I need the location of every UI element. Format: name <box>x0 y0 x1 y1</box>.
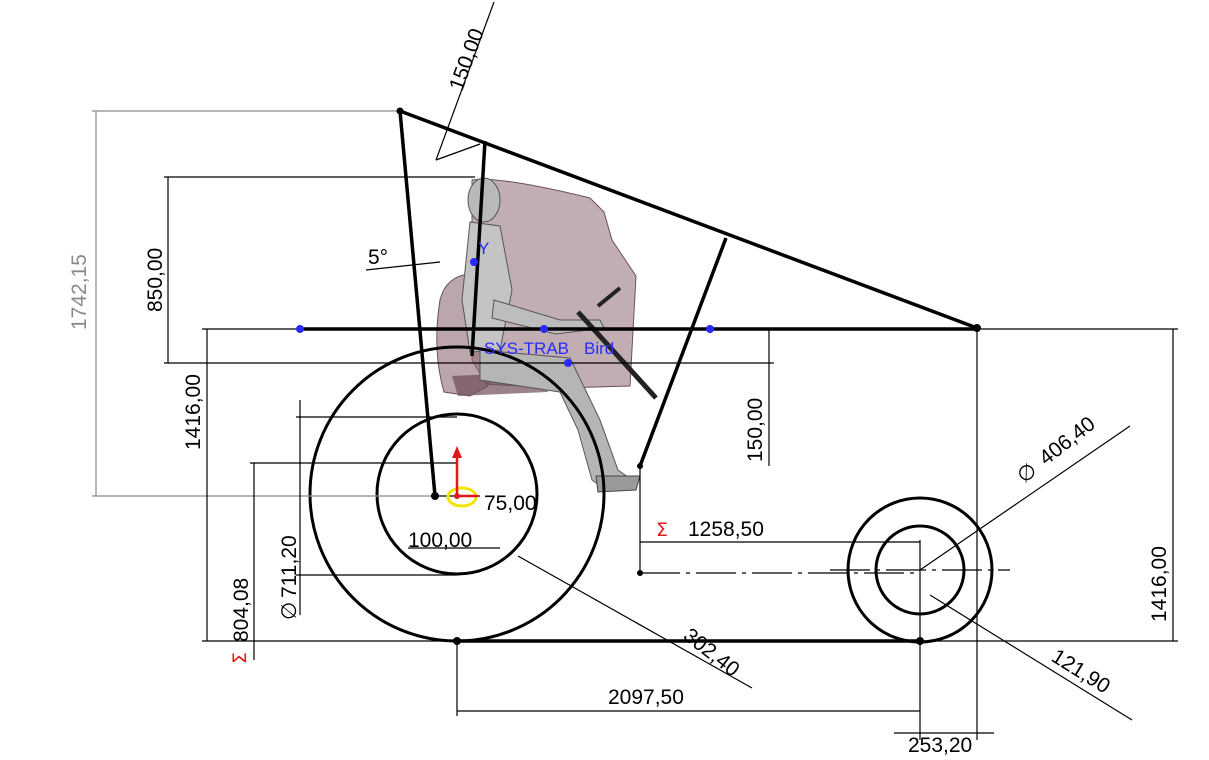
dim-recline-angle: 5° <box>365 246 441 271</box>
dim-hub-width: 100,00 <box>408 529 500 552</box>
seat-height-label: 850,00 <box>144 248 167 312</box>
seat-model <box>436 178 637 397</box>
coord-sys-suffix: Bird <box>584 339 614 358</box>
front-rear-axle-label: 1258,50 <box>688 518 764 541</box>
dim-wheel-center: Σ 804,08 <box>229 462 457 664</box>
frame-height-left-label: 1416,00 <box>182 374 205 450</box>
dim-rear-hub-radius: 121,90 <box>929 594 1133 721</box>
hub-width-label: 100,00 <box>408 529 472 552</box>
dim-seat-height: 850,00 <box>144 176 475 364</box>
dim-front-wheel-radius: 302,40 <box>517 555 753 689</box>
dim-frame-height-right: 1416,00 <box>920 328 1178 642</box>
overall-height-label: 1742,15 <box>68 254 91 330</box>
dim-seat-floor: 150,00 <box>635 329 774 466</box>
body-frame <box>202 109 978 643</box>
coord-sys-label: SYS-TRAB <box>484 339 569 358</box>
wheelbase-label: 2097,50 <box>608 686 684 709</box>
y-axis-label: Y <box>478 239 489 258</box>
sigma-mark-left: Σ <box>229 652 251 664</box>
steering-column <box>576 286 658 400</box>
wheel-center-label: 804,08 <box>230 578 253 642</box>
frame-height-right-label: 1416,00 <box>1148 546 1171 622</box>
hub-diameter-label: 711,20 <box>278 535 301 598</box>
sigma-mark-right: Σ <box>656 519 668 541</box>
dim-overall-height: 1742,15 <box>68 110 435 497</box>
dim-hub-diameter: ∅ 711,20 <box>278 400 457 620</box>
dim-rear-diameter: ∅ 406,40 <box>919 412 1131 571</box>
dim-wheelbase: 2097,50 <box>456 641 921 740</box>
sketch-points <box>296 107 981 645</box>
dim-rear-overhang: 253,20 <box>894 732 994 757</box>
dim-frame-height-left: 1416,00 <box>182 328 300 641</box>
rear-diameter-label-visible: 406,40 <box>1035 412 1100 470</box>
coordinate-system: SYS-TRAB Bird Y <box>478 239 614 358</box>
rear-overhang-label: 253,20 <box>908 734 972 757</box>
roof-offset-label: 150,00 <box>445 25 489 93</box>
rear-diameter-symbol: ∅ <box>1013 459 1042 488</box>
hub-diameter-symbol: ∅ <box>278 602 301 620</box>
recline-angle-label: 5° <box>368 246 388 269</box>
dim-front-rear-axle: Σ 1258,50 <box>640 518 920 543</box>
seat-floor-label: 150,00 <box>744 398 767 462</box>
rear-hub-radius-label: 121,90 <box>1047 645 1114 699</box>
hub-offset-label: 75,00 <box>484 492 537 515</box>
origin-marker <box>446 446 478 508</box>
